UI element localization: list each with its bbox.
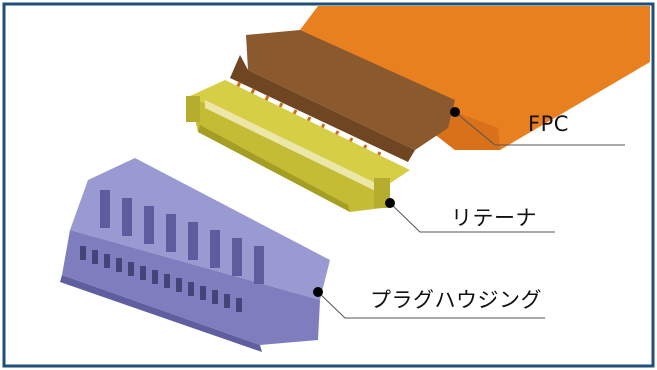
leader-retainer-dot — [385, 198, 395, 208]
leader-fpc — [450, 107, 625, 146]
leader-plug — [313, 287, 545, 319]
retainer-label: リテーナ — [451, 206, 537, 230]
leader-plug-dot — [313, 287, 323, 297]
housing-contact-holes — [80, 246, 242, 312]
leader-retainer — [385, 198, 555, 233]
retainer — [186, 80, 410, 212]
fpc-label: FPC — [528, 112, 569, 136]
housing-slots — [100, 190, 264, 284]
leader-fpc-dot — [450, 107, 460, 117]
plug-housing — [60, 158, 330, 352]
plug-housing-label: プラグハウジング — [370, 288, 542, 312]
